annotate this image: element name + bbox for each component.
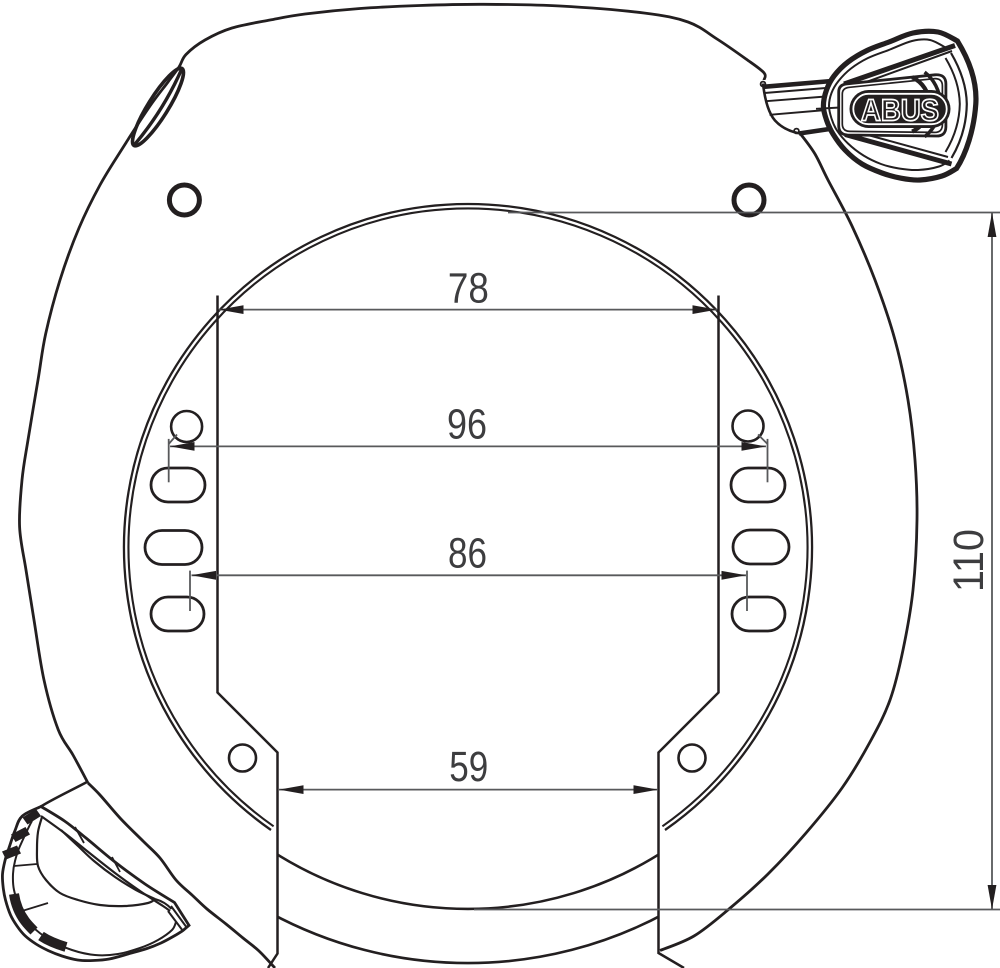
svg-text:86: 86 [448,531,487,578]
svg-text:110: 110 [946,529,993,592]
svg-text:96: 96 [447,401,487,448]
svg-text:78: 78 [448,265,489,312]
svg-text:59: 59 [449,744,488,791]
svg-text:ABUS: ABUS [861,93,939,128]
